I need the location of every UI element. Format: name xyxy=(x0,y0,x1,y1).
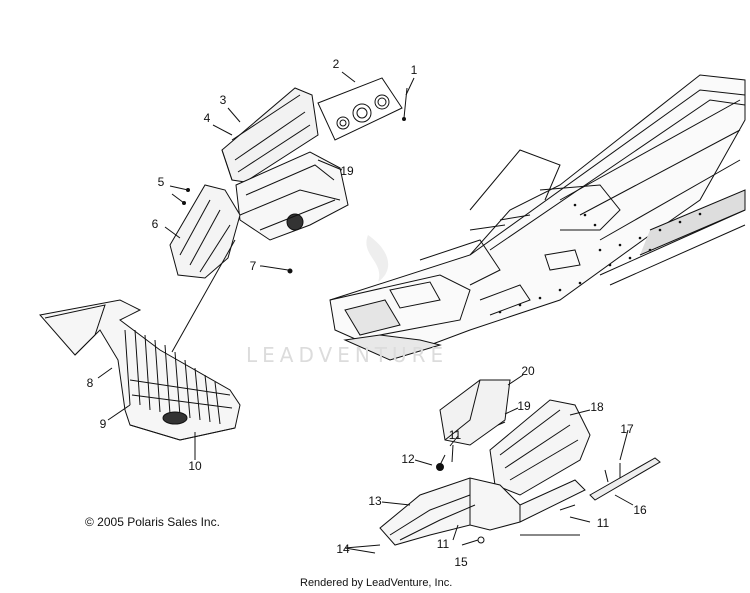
callout-11-b[interactable]: 11 xyxy=(596,516,610,530)
callout-8[interactable]: 8 xyxy=(86,376,94,390)
callout-15[interactable]: 15 xyxy=(454,555,468,569)
callout-1[interactable]: 1 xyxy=(410,63,418,77)
callout-5[interactable]: 5 xyxy=(157,175,165,189)
callout-14[interactable]: 14 xyxy=(336,542,350,556)
floor-panel-part-8-9-10 xyxy=(39,299,241,441)
callout-17[interactable]: 17 xyxy=(620,422,634,436)
chassis-rivets xyxy=(498,203,702,314)
battery-cover-part-20 xyxy=(439,379,511,446)
callout-10[interactable]: 10 xyxy=(188,459,202,473)
callout-9[interactable]: 9 xyxy=(99,417,107,431)
callout-leader-lines xyxy=(97,71,634,541)
bottom-pan-part-13 xyxy=(379,477,586,546)
callout-11-c[interactable]: 11 xyxy=(436,537,450,551)
copyright-text: © 2005 Polaris Sales Inc. xyxy=(85,515,220,529)
side-shroud-part-6 xyxy=(169,184,241,279)
trim-strip-part-16 xyxy=(589,457,661,501)
gauge-panel-part-2 xyxy=(317,77,403,141)
callout-12[interactable]: 12 xyxy=(401,452,415,466)
callout-19[interactable]: 19 xyxy=(340,164,354,178)
console-cover xyxy=(235,151,349,241)
watermark-text: LEADVENTURE xyxy=(246,343,449,367)
callout-6[interactable]: 6 xyxy=(151,217,159,231)
callout-11-a[interactable]: 11 xyxy=(448,428,462,442)
rendered-by-text: Rendered by LeadVenture, Inc. xyxy=(300,577,453,589)
callout-7[interactable]: 7 xyxy=(249,259,257,273)
screw-part-1 xyxy=(402,87,408,121)
callout-19-lower[interactable]: 19 xyxy=(517,399,531,413)
push-rivet-part-7 xyxy=(261,265,293,274)
callout-18[interactable]: 18 xyxy=(590,400,604,414)
callout-13[interactable]: 13 xyxy=(368,494,382,508)
callout-4[interactable]: 4 xyxy=(203,111,211,125)
chassis-tunnel-frame xyxy=(329,74,746,361)
callout-16[interactable]: 16 xyxy=(633,503,647,517)
hardware-leaders xyxy=(344,421,621,554)
callout-20[interactable]: 20 xyxy=(521,364,535,378)
watermark-flame-icon xyxy=(366,235,389,282)
screws-part-5 xyxy=(169,185,190,205)
callout-2[interactable]: 2 xyxy=(332,57,340,71)
callout-3[interactable]: 3 xyxy=(219,93,227,107)
dash-housing-part-3-4 xyxy=(221,87,319,183)
